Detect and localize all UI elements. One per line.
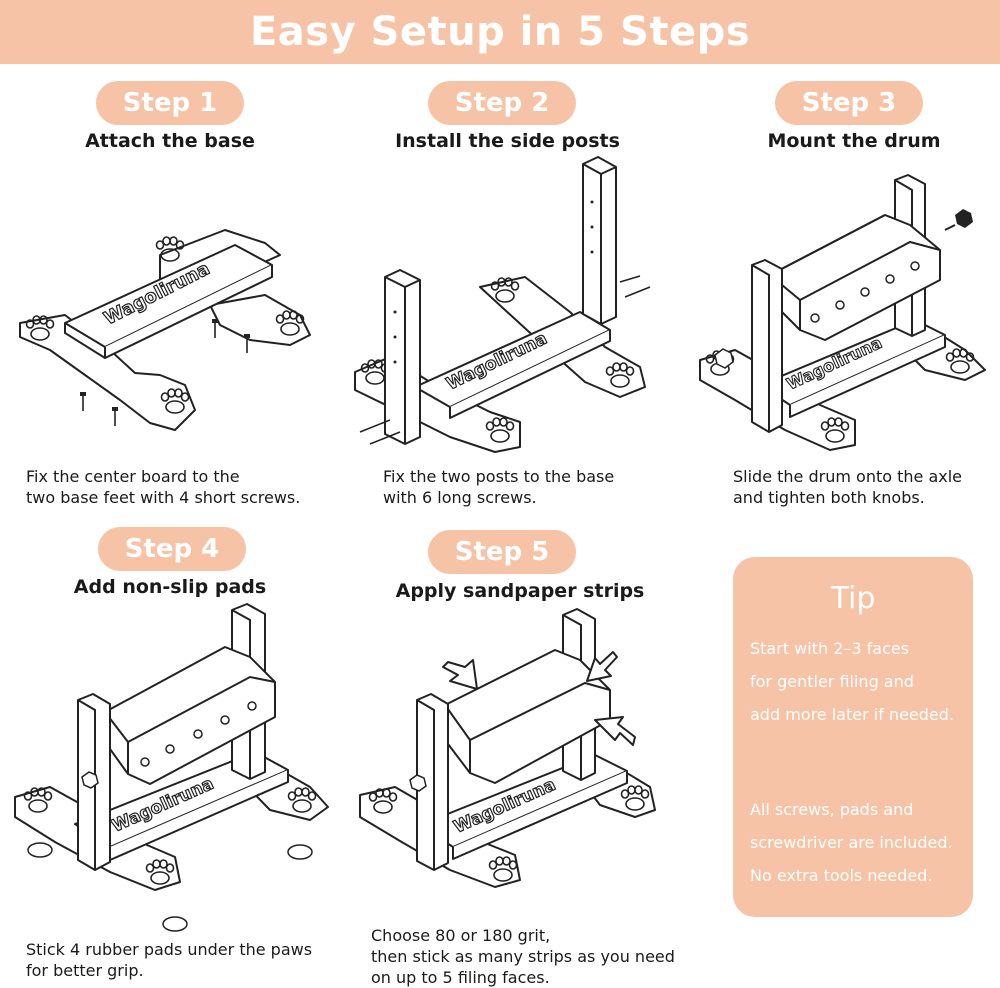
step-3-illustration: Wagoliruna	[699, 174, 986, 451]
header-banner: Easy Setup in 5 Steps	[0, 0, 1000, 64]
step-2-caption: Fix the two posts to the base with 6 lon…	[383, 467, 615, 507]
step-1-title: Attach the base	[85, 130, 255, 152]
step-3-badge: Step 3	[775, 81, 923, 125]
step-2-illustration: Wagoliruna	[354, 156, 651, 453]
step-1-badge: Step 1	[96, 81, 244, 125]
step-3-title: Mount the drum	[767, 130, 941, 152]
step-4-title: Add non-slip pads	[73, 576, 267, 598]
tip-line: screwdriver are included.	[750, 833, 953, 852]
tip-title: Tip	[830, 581, 876, 616]
tip-line: No extra tools needed.	[750, 866, 933, 885]
step-1-caption: Fix the center board to the two base fee…	[26, 467, 301, 507]
step-4-badge: Step 4	[98, 527, 246, 571]
tip-line: All screws, pads and	[750, 800, 914, 819]
step-5-title: Apply sandpaper strips	[395, 580, 645, 602]
step-5-caption: Choose 80 or 180 grit, then stick as man…	[371, 926, 675, 987]
step-5-badge: Step 5	[428, 530, 576, 574]
page-title: Easy Setup in 5 Steps	[249, 9, 751, 55]
step-5-illustration: Wagoliruna	[359, 608, 656, 888]
tip-line: Start with 2–3 faces	[750, 639, 910, 658]
step-2-badge: Step 2	[428, 81, 576, 125]
tip-line: for gentler filing and	[750, 672, 914, 691]
step-3-caption: Slide the drum onto the axle and tighten…	[733, 467, 963, 507]
step-4-illustration: Wagoliruna	[14, 603, 329, 932]
step-1-illustration: Wagoliruna	[19, 229, 311, 431]
step-2-title: Install the side posts	[395, 130, 620, 152]
step-4-caption: Stick 4 rubber pads under the paws for b…	[26, 940, 313, 980]
tip-line: add more later if needed.	[750, 705, 954, 724]
tip-box: Tip Start with 2–3 faces for gentler fil…	[733, 557, 973, 917]
